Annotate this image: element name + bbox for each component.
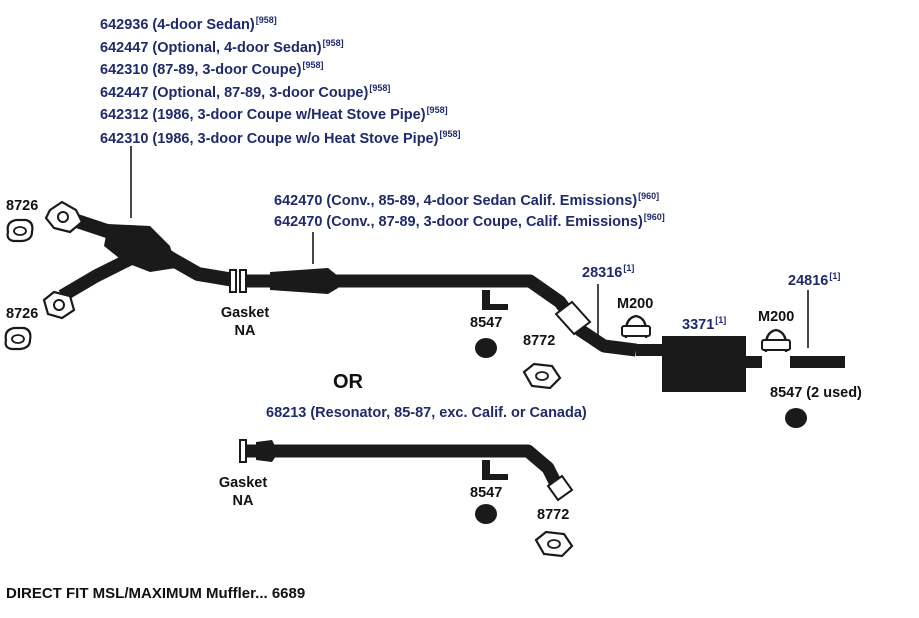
hanger-8547-1-shape xyxy=(482,290,508,310)
header-part-3-ref: [958] xyxy=(302,60,324,70)
label-8772-2: 8772 xyxy=(537,507,570,523)
gasket-8772-1-shape xyxy=(522,362,562,390)
muffler-3371-shape xyxy=(636,336,762,392)
label-24816-ref: [1] xyxy=(829,271,841,281)
label-3371: 3371[1] xyxy=(682,316,726,333)
label-28316-ref: [1] xyxy=(623,263,635,273)
label-24816-text: 24816 xyxy=(788,273,829,289)
label-8726-top: 8726 xyxy=(6,198,39,214)
label-24816: 24816[1] xyxy=(788,272,840,289)
header-part-1: 642936 (4-door Sedan)[958] xyxy=(100,16,277,33)
label-3371-text: 3371 xyxy=(682,317,715,333)
header-part-3-text: 642310 (87-89, 3-door Coupe) xyxy=(100,62,302,78)
header-part-4-ref: [958] xyxy=(369,83,391,93)
gasket-8772-2-shape xyxy=(534,530,574,558)
label-gasket-na-2-line2: NA xyxy=(232,492,254,509)
header-part-4-text: 642447 (Optional, 87-89, 3-door Coupe) xyxy=(100,85,369,101)
hanger-8547-2used-bushing xyxy=(785,408,807,428)
converter-part-1-text: 642470 (Conv., 85-89, 4-door Sedan Calif… xyxy=(274,193,638,209)
label-or: OR xyxy=(333,371,363,393)
header-part-1-text: 642936 (4-door Sedan) xyxy=(100,17,255,33)
header-part-3: 642310 (87-89, 3-door Coupe)[958] xyxy=(100,61,323,78)
header-part-5-ref: [958] xyxy=(426,105,448,115)
label-resonator: 68213 (Resonator, 85-87, exc. Calif. or … xyxy=(266,405,587,421)
header-part-5-text: 642312 (1986, 3-door Coupe w/Heat Stove … xyxy=(100,107,426,123)
label-m200-1: M200 xyxy=(617,296,654,312)
clamp-m200-2-shape xyxy=(761,328,791,353)
header-part-2-text: 642447 (Optional, 4-door Sedan) xyxy=(100,40,322,56)
resonator-pipe xyxy=(246,440,574,502)
header-part-2-ref: [958] xyxy=(322,38,344,48)
label-8547-3: 8547 xyxy=(470,485,503,501)
label-gasket-na-1-line2: NA xyxy=(234,322,256,339)
header-part-2: 642447 (Optional, 4-door Sedan)[958] xyxy=(100,39,344,56)
label-3371-ref: [1] xyxy=(715,315,727,325)
header-part-1-ref: [958] xyxy=(255,15,277,25)
y-pipe xyxy=(42,200,236,320)
converter-part-1-ref: [960] xyxy=(638,191,660,201)
label-8772-1: 8772 xyxy=(523,333,556,349)
converter-pipe xyxy=(246,268,637,357)
label-m200-2: M200 xyxy=(758,309,795,325)
footer-note: DIRECT FIT MSL/MAXIMUM Muffler... 6689 xyxy=(6,585,306,602)
converter-part-2-ref: [960] xyxy=(643,212,665,222)
label-8547-2used: 8547 (2 used) xyxy=(770,385,862,401)
label-8547-1: 8547 xyxy=(470,315,503,331)
label-28316: 28316[1] xyxy=(582,264,634,281)
gasket-8726-top-shape xyxy=(6,218,34,243)
converter-part-2: 642470 (Conv., 87-89, 3-door Coupe, Cali… xyxy=(274,213,665,230)
header-part-6: 642310 (1986, 3-door Coupe w/o Heat Stov… xyxy=(100,130,460,147)
label-gasket-na-1: Gasket NA xyxy=(220,306,270,338)
hanger-8547-3-bushing xyxy=(475,504,497,524)
converter-part-2-text: 642470 (Conv., 87-89, 3-door Coupe, Cali… xyxy=(274,214,643,230)
label-8726-bottom: 8726 xyxy=(6,306,39,322)
clamp-m200-1-shape xyxy=(621,314,651,339)
header-part-4: 642447 (Optional, 87-89, 3-door Coupe)[9… xyxy=(100,84,390,101)
header-part-6-ref: [958] xyxy=(439,129,461,139)
label-gasket-na-1-line1: Gasket xyxy=(220,305,270,321)
converter-part-1: 642470 (Conv., 85-89, 4-door Sedan Calif… xyxy=(274,192,659,209)
hanger-8547-1-bushing xyxy=(475,338,497,358)
label-28316-text: 28316 xyxy=(582,265,623,281)
gasket-8726-bottom-shape xyxy=(4,326,32,351)
header-part-5: 642312 (1986, 3-door Coupe w/Heat Stove … xyxy=(100,106,448,123)
label-gasket-na-2-line1: Gasket xyxy=(218,475,268,491)
gasket-na-1-shape xyxy=(229,269,237,293)
gasket-na-2-shape xyxy=(239,439,247,463)
label-gasket-na-2: Gasket NA xyxy=(218,476,268,508)
gasket-na-1-flange xyxy=(239,269,247,293)
header-part-6-text: 642310 (1986, 3-door Coupe w/o Heat Stov… xyxy=(100,131,439,147)
hanger-8547-3-shape xyxy=(482,460,508,480)
